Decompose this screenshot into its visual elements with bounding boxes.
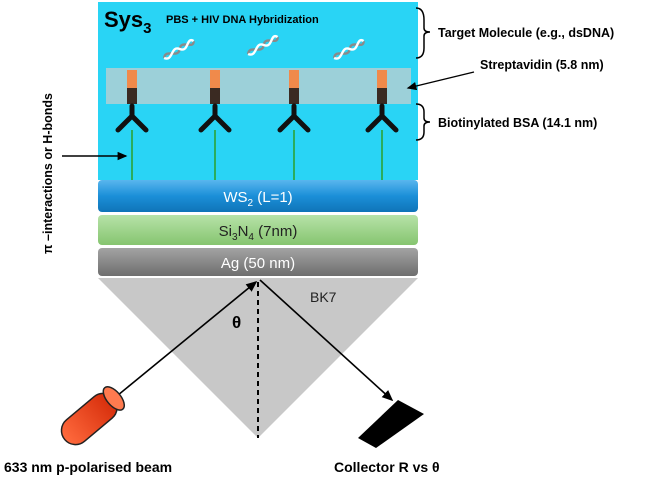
angle-label: θ bbox=[232, 313, 241, 332]
ws2-layer bbox=[98, 180, 418, 212]
dna-icon bbox=[162, 38, 195, 60]
biotin-bsa-unit bbox=[198, 70, 232, 180]
dna-icon bbox=[246, 34, 279, 56]
ag-layer-label: Ag (50 nm) bbox=[221, 255, 295, 272]
collector-icon bbox=[358, 400, 424, 448]
bonds-label: π –interactions or H-bonds bbox=[41, 93, 55, 254]
reflected-beam bbox=[259, 279, 394, 402]
dna-icon bbox=[332, 38, 365, 60]
incident-beam bbox=[111, 280, 258, 401]
source-label: 633 nm p-polarised beam bbox=[4, 459, 172, 475]
system-title: Sys3 bbox=[104, 7, 152, 37]
si3n4-layer bbox=[98, 215, 418, 245]
streptavidin-label: Streptavidin (5.8 nm) bbox=[480, 58, 604, 72]
bsa-bracket bbox=[415, 103, 431, 141]
laser-source-icon bbox=[60, 386, 126, 446]
system-condition: PBS + HIV DNA Hybridization bbox=[166, 14, 319, 26]
biotin-bsa-unit bbox=[115, 70, 149, 180]
biotin-bsa-unit bbox=[365, 70, 399, 180]
target-molecule-bracket bbox=[415, 7, 431, 59]
collector-label: Collector R vs θ bbox=[334, 459, 440, 475]
si3n4-layer-label: Si3N4 (7nm) bbox=[219, 223, 298, 243]
ag-layer bbox=[98, 248, 418, 276]
prism-label: BK7 bbox=[310, 289, 337, 305]
bsa-label: Biotinylated BSA (14.1 nm) bbox=[438, 116, 597, 130]
streptavidin-band bbox=[106, 68, 411, 104]
ws2-layer-label: WS2 (L=1) bbox=[223, 189, 292, 209]
streptavidin-arrow bbox=[406, 71, 475, 91]
biotin-bsa-unit bbox=[277, 70, 311, 180]
target-molecule-label: Target Molecule (e.g., dsDNA) bbox=[438, 26, 614, 40]
